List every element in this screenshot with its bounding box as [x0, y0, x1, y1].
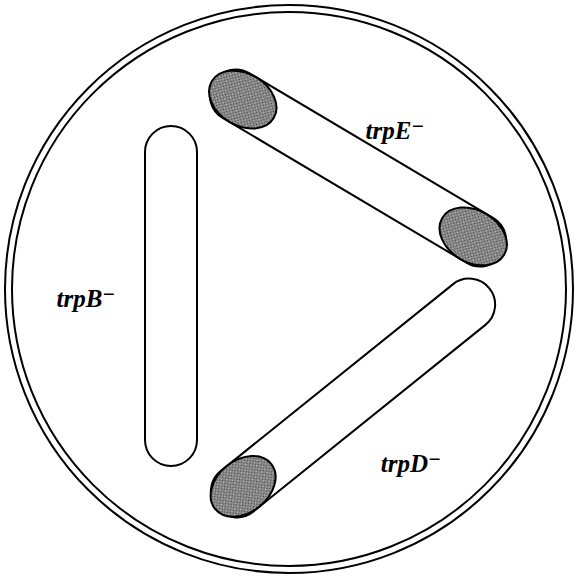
trpD-streak [199, 268, 506, 529]
trpE-streak [199, 59, 518, 277]
dish-inner-rim [12, 12, 566, 566]
dish-outer-rim [5, 5, 573, 573]
trpB-streak [145, 126, 197, 466]
strain-label: trpD⁻ [381, 451, 441, 476]
strain-label: trpB⁻ [56, 286, 115, 311]
strain-label: trpE⁻ [365, 118, 424, 143]
